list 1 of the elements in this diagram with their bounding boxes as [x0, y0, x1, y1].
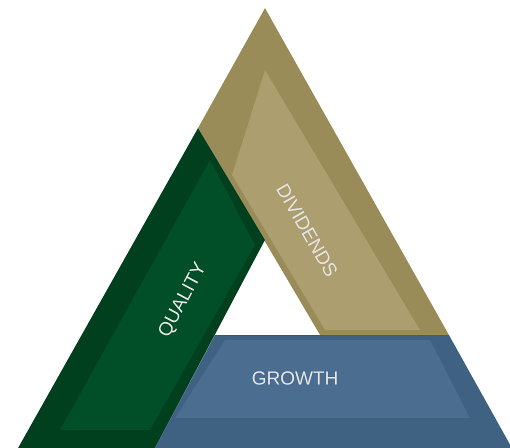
- triangle-band: GROWTH: [155, 335, 510, 448]
